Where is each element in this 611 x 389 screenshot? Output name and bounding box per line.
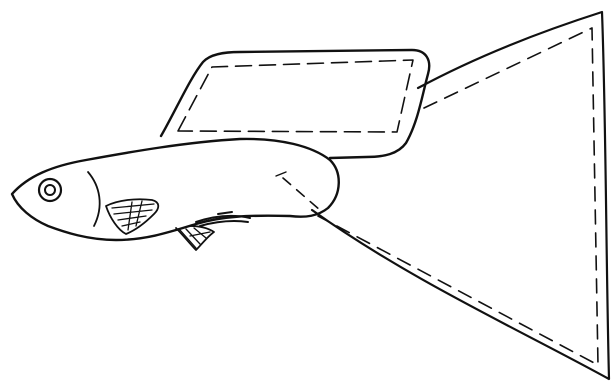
drawing-canvas <box>0 0 611 389</box>
guppy-illustration <box>0 0 611 389</box>
